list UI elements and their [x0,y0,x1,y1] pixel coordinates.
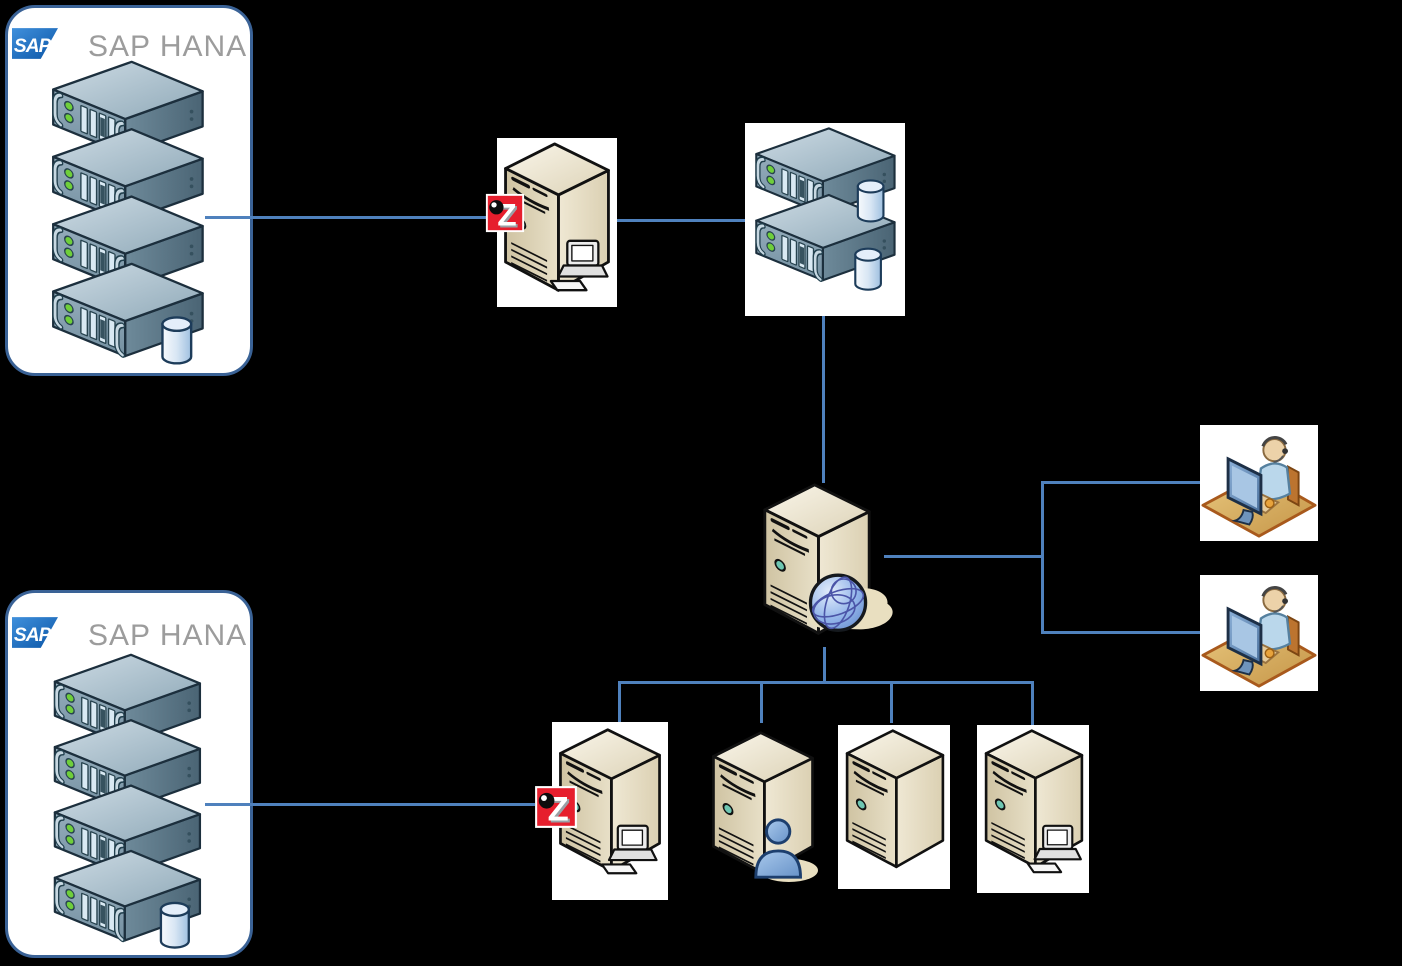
connector-rack-to-web [822,315,825,483]
connector-drop-3 [890,681,893,723]
sap-logo-icon: SAP [12,28,58,59]
rack-servers-with-databases-icon [746,125,904,291]
connector-drop-1 [618,681,621,724]
zabbix-z-logo-icon: Z Z [485,193,525,234]
operator-at-desk-icon [1201,576,1317,690]
connector-to-operator-2 [1041,631,1201,634]
svg-text:SAP: SAP [14,625,52,646]
connector-web-to-bracket [884,555,1042,558]
database-cylinder-icon [159,901,191,949]
mini-computer-icon [1026,824,1086,874]
svg-text:Z: Z [499,198,518,234]
connector-drop-4 [1031,681,1034,726]
svg-text:SAP: SAP [14,36,52,57]
zabbix-z-logo-icon: Z Z [535,786,577,831]
connector-to-operator-1 [1041,481,1201,484]
connector-proxy-to-rack [610,219,747,222]
cluster-title-bottom: SAP HANA [88,619,248,652]
connector-bottom-bus [618,681,1034,684]
connector-drop-2 [760,681,763,723]
sap-logo-icon: SAP [12,617,58,648]
svg-text:Z: Z [550,793,571,831]
database-cylinder-icon [856,179,885,223]
sap-hana-cluster-bottom: SAP SAP HANA [5,590,253,958]
rack-server-stack-icon [44,653,209,949]
connector-web-down [823,647,826,684]
connector-hana-bottom-to-proxy [205,803,535,806]
sap-hana-cluster-top: SAP SAP HANA [5,5,253,376]
database-cylinder-icon [854,247,882,291]
rack-server-stack-icon [42,60,212,365]
mini-computer-icon [549,239,613,292]
cluster-title-top: SAP HANA [88,30,248,63]
connector-bracket-vertical [1041,481,1044,634]
mini-computer-icon [600,824,662,875]
tower-server-icon [840,728,950,873]
connector-hana-top-to-proxy [205,216,486,219]
person-icon [748,815,820,883]
database-cylinder-icon [161,316,193,365]
operator-at-desk-icon [1201,426,1317,540]
globe-icon [798,560,898,636]
